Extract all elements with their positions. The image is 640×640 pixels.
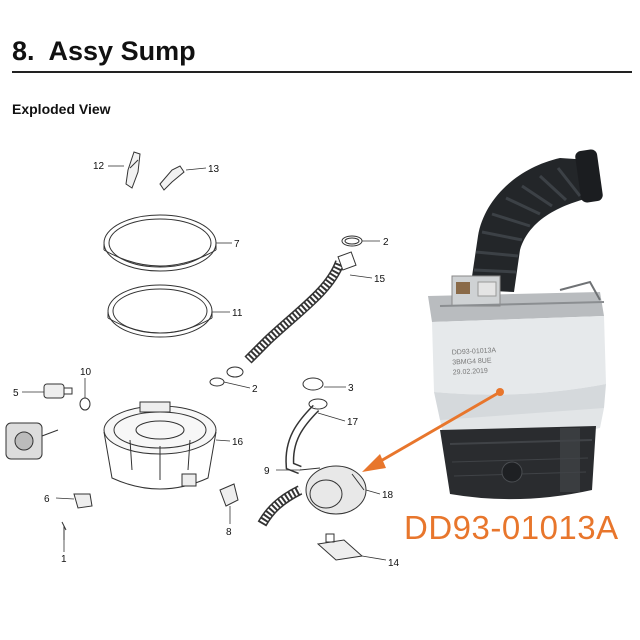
pointer-arrow: [362, 390, 501, 472]
part-6-clip: [73, 493, 93, 509]
part-12-clip: [125, 151, 141, 189]
part-10-oring: [79, 397, 91, 411]
part-2-clamp: [341, 235, 363, 247]
callout-17: 17: [347, 417, 359, 428]
part-13-bracket: [159, 165, 185, 191]
callout-1: 1: [61, 554, 67, 565]
callout-6: 6: [44, 494, 50, 505]
part-5-sensor: [43, 383, 73, 399]
callout-11: 11: [232, 308, 243, 319]
pump-motor-photo: [440, 426, 596, 500]
heater-top-photo: [428, 275, 605, 322]
body-label-text: DD93-01013A 3BMG4 8UE 29.02.2019: [452, 347, 497, 377]
callout-16: 16: [232, 437, 244, 448]
callout-3: 3: [348, 383, 354, 394]
callout-15: 15: [374, 274, 386, 285]
callout-18: 18: [382, 490, 394, 501]
callout-7: 7: [234, 239, 240, 250]
callout-2-mid: 2: [252, 384, 258, 395]
callout-13: 13: [208, 164, 220, 175]
callout-9: 9: [264, 466, 270, 477]
title-divider: [12, 71, 632, 73]
callout-2-top: 2: [383, 237, 389, 248]
part-8-bracket: [219, 483, 239, 507]
part-14-bracket: [316, 533, 364, 561]
part-number: DD93-01013A: [404, 509, 619, 546]
part-17-hose: [285, 398, 328, 475]
part-3-clamp: [302, 377, 324, 391]
part-16-sump: [103, 401, 217, 490]
part-15-hose: [226, 251, 357, 378]
part-18-pump: [257, 465, 367, 527]
page-title: 8. Assy Sump: [12, 36, 196, 66]
svg-text:29.02.2019: 29.02.2019: [453, 368, 488, 377]
part-1-screw: [61, 521, 67, 540]
small-pump: [5, 422, 59, 460]
part-11-ring: [107, 284, 213, 338]
part-2-clamp-lower: [209, 377, 225, 387]
part-7-gasket: [103, 214, 217, 272]
rubber-hose-photo: [470, 149, 603, 292]
callout-numbers: 12 13 7 2 15 11 10 5 2 3 17 16 9 18 6 8 …: [13, 161, 400, 569]
callout-12: 12: [93, 161, 105, 172]
part-photo: DD93-01013A 3BMG4 8UE 29.02.2019: [428, 149, 606, 500]
sump-body-photo: DD93-01013A 3BMG4 8UE 29.02.2019: [432, 316, 606, 440]
callout-14: 14: [388, 558, 400, 569]
svg-text:DD93-01013A: DD93-01013A: [452, 347, 497, 356]
callout-10: 10: [80, 367, 92, 378]
svg-text:3BMG4 8UE: 3BMG4 8UE: [452, 357, 492, 366]
callout-8: 8: [226, 527, 232, 538]
leader-lines: [22, 165, 387, 561]
section-label: Exploded View: [12, 101, 111, 117]
callout-5: 5: [13, 388, 19, 399]
